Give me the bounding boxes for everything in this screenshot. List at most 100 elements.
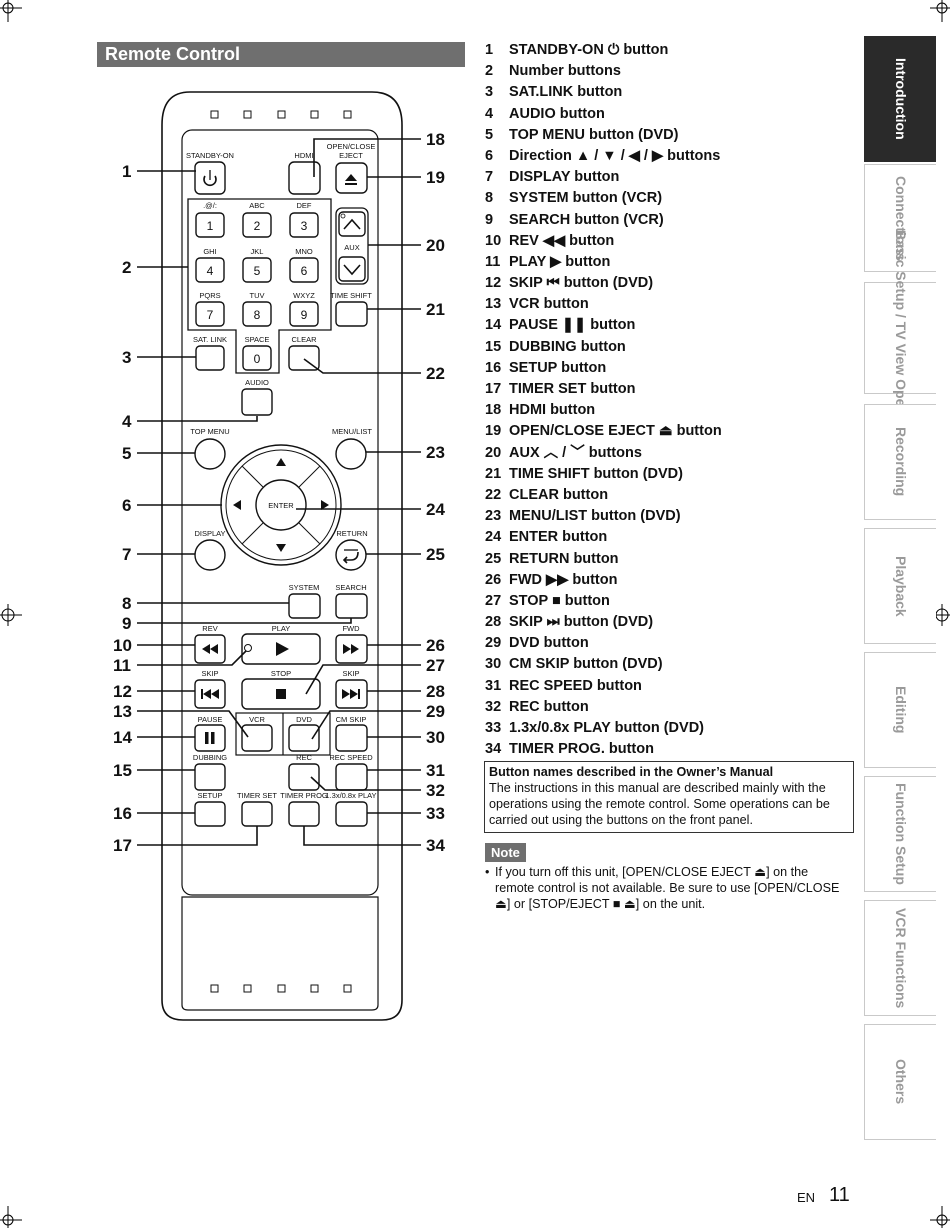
- setup-button[interactable]: [194, 801, 226, 827]
- system-button[interactable]: [288, 593, 321, 619]
- chevron-up-icon: [343, 218, 361, 230]
- key-8-sub: TUV: [250, 291, 265, 300]
- timer-prog-label: TIMER PROG: [280, 791, 328, 800]
- time-shift-button[interactable]: [335, 301, 368, 327]
- play-icon: [276, 642, 289, 656]
- search-label: SEARCH: [335, 583, 366, 592]
- button-list-number: 25: [485, 550, 502, 567]
- button-list-number: 28: [485, 614, 502, 631]
- number-button-9[interactable]: [289, 301, 319, 327]
- button-list-number: 34: [485, 741, 502, 758]
- vcr-button[interactable]: [241, 724, 273, 752]
- top-menu-button[interactable]: [194, 438, 226, 470]
- number-button-3[interactable]: [289, 212, 319, 238]
- top-menu-label: TOP MENU: [190, 427, 229, 436]
- display-button[interactable]: [194, 539, 226, 571]
- number-button-8[interactable]: [242, 301, 272, 327]
- button-list-text: TOP MENU button (DVD): [509, 126, 679, 143]
- button-list-number: 8: [485, 190, 494, 207]
- number-button-0[interactable]: [242, 345, 272, 371]
- timer-prog-button[interactable]: [288, 801, 320, 827]
- tab-function-setup[interactable]: Function Setup: [864, 776, 936, 892]
- play-label: PLAY: [272, 624, 291, 633]
- rec-button[interactable]: [288, 763, 320, 791]
- cm-skip-button[interactable]: [335, 724, 368, 752]
- number-button-1[interactable]: [195, 212, 225, 238]
- callout-5: 5: [122, 444, 131, 463]
- sat-link-button[interactable]: [195, 345, 225, 371]
- tab-basic-setup-tv-view-operation[interactable]: Basic Setup / TV View Operation: [864, 230, 936, 446]
- dubbing-button[interactable]: [194, 763, 226, 791]
- callout-23: 23: [426, 443, 445, 462]
- tab-others[interactable]: Others: [864, 1024, 936, 1140]
- callout-16: 16: [113, 804, 132, 823]
- button-list-number: 33: [485, 720, 502, 736]
- menu-list-button[interactable]: [335, 438, 367, 470]
- button-list-text: PLAY ▶ button: [509, 253, 611, 270]
- stop-icon: [276, 689, 286, 699]
- pause-icon: [205, 732, 215, 744]
- timer-set-label: TIMER SET: [237, 791, 277, 800]
- enter-button[interactable]: [255, 479, 307, 531]
- tab-editing[interactable]: Editing: [864, 652, 936, 768]
- audio-button[interactable]: [241, 388, 273, 416]
- callout-25: 25: [426, 545, 445, 564]
- tab-connections[interactable]: Connections: [864, 164, 936, 272]
- dvd-button[interactable]: [288, 724, 320, 752]
- button-list-text: Number buttons: [509, 63, 621, 80]
- bottom-leds: [210, 984, 352, 993]
- callout-13: 13: [113, 702, 132, 721]
- tab-recording[interactable]: Recording: [864, 404, 936, 520]
- play-speed-button[interactable]: [335, 801, 368, 827]
- pause-button[interactable]: [194, 724, 226, 752]
- number-button-6[interactable]: [289, 257, 319, 283]
- rec-speed-label: REC SPEED: [329, 753, 373, 762]
- key-4-label: 4: [207, 264, 214, 278]
- button-list-text: REC button: [509, 698, 589, 715]
- info-box-title: Button names described in the Owner’s Ma…: [489, 765, 774, 779]
- tab-label: Basic Setup / TV View Operation: [893, 230, 909, 446]
- button-list-number: 11: [485, 253, 501, 270]
- eject-label: EJECT: [339, 151, 363, 160]
- key-7-label: 7: [207, 308, 214, 322]
- hdmi-label: HDMI: [294, 151, 313, 160]
- number-button-5[interactable]: [242, 257, 272, 283]
- tab-introduction[interactable]: Introduction: [864, 36, 936, 162]
- tab-playback[interactable]: Playback: [864, 528, 936, 644]
- number-button-4[interactable]: [195, 257, 225, 283]
- button-list-number: 2: [485, 63, 494, 80]
- key-0-label: 0: [254, 352, 261, 366]
- arrow-down-icon: [276, 544, 286, 552]
- number-button-2[interactable]: [242, 212, 272, 238]
- key-3-label: 3: [301, 219, 308, 233]
- button-list-number: 9: [485, 211, 494, 228]
- button-list-text: DUBBING button: [509, 338, 626, 355]
- callout-24: 24: [426, 500, 445, 519]
- aux-up-button[interactable]: [338, 211, 366, 237]
- button-list-number: 15: [485, 338, 502, 355]
- return-button[interactable]: [335, 539, 367, 571]
- rec-speed-button[interactable]: [335, 763, 368, 791]
- callout-14: 14: [113, 728, 132, 747]
- timer-set-button[interactable]: [241, 801, 273, 827]
- search-button[interactable]: [335, 593, 368, 619]
- callout-10: 10: [113, 636, 132, 655]
- fwd-label: FWD: [342, 624, 360, 633]
- number-button-7[interactable]: [195, 301, 225, 327]
- button-list-text: AUX ︿ / ﹀ buttons: [509, 444, 642, 461]
- chevron-down-icon: [343, 264, 361, 276]
- tab-vcr-functions[interactable]: VCR Functions: [864, 900, 936, 1016]
- callout-11: 11: [113, 656, 131, 675]
- aux-down-button[interactable]: [338, 256, 366, 282]
- key-1-sub: .@/:: [203, 201, 217, 210]
- cm-skip-label: CM SKIP: [336, 715, 367, 724]
- hdmi-button[interactable]: [288, 161, 321, 195]
- number-keypad: .@/: ABC DEF 1 2 3 GHI JKL MNO 4 5 6 PQR…: [195, 201, 319, 371]
- system-label: SYSTEM: [289, 583, 320, 592]
